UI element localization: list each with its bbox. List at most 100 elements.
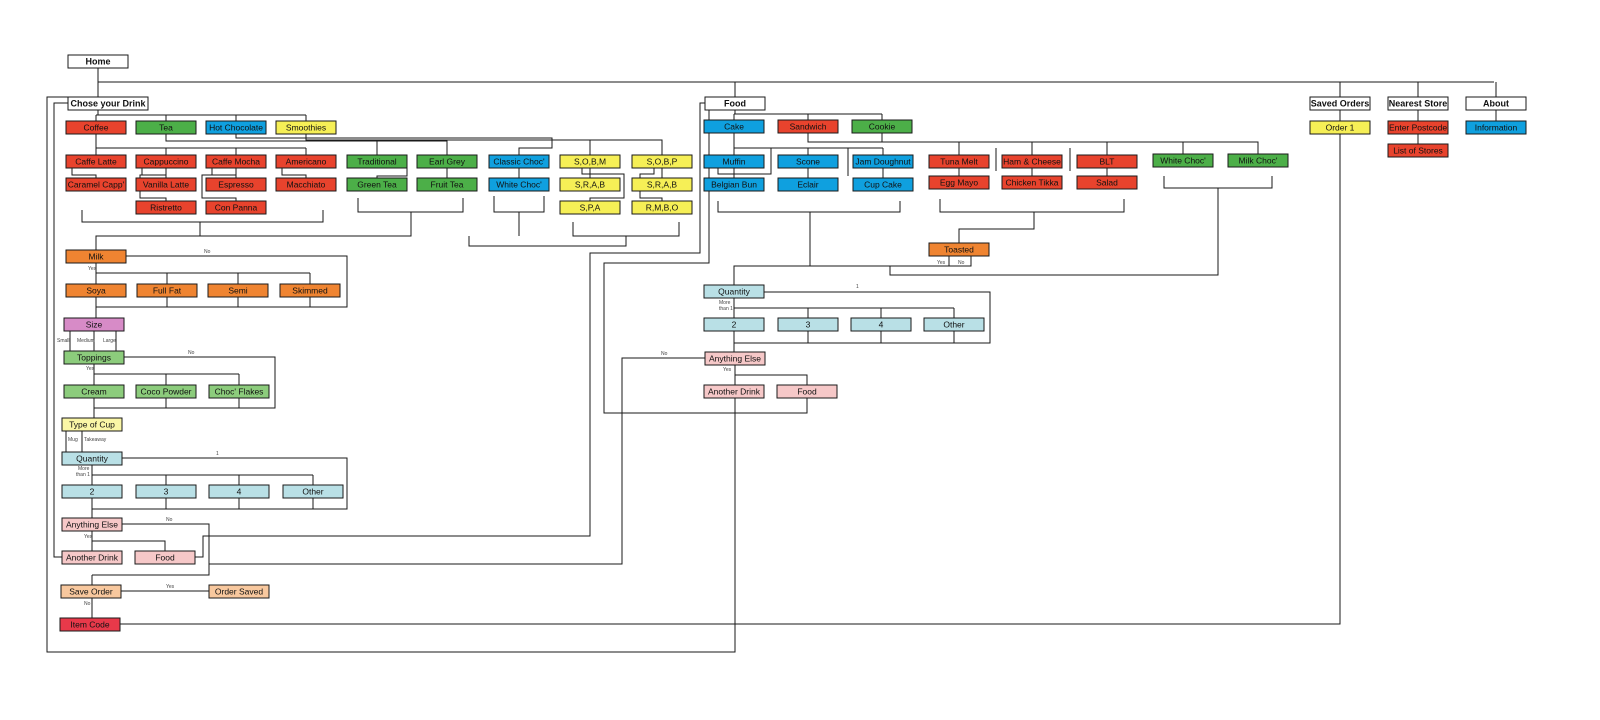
node-box [135, 154, 197, 169]
node-chicken-tikka: Chicken Tikka [1001, 175, 1063, 190]
node-box [279, 283, 341, 298]
node-box [1309, 96, 1371, 111]
node-label: Other [302, 487, 323, 497]
connector-line [581, 168, 625, 201]
node-box [703, 317, 765, 332]
node-traditional: Traditional [346, 154, 408, 169]
node-quantity-f: Quantity [703, 284, 765, 299]
node-label: Cappuccino [144, 157, 189, 167]
node-box [1001, 154, 1063, 169]
node-caffe-mocha: Caffe Mocha [205, 154, 267, 169]
node-label: Anything Else [709, 354, 761, 364]
node-box [1001, 175, 1063, 190]
node-label: Skimmed [292, 286, 328, 296]
node-label: Green Tea [357, 180, 397, 190]
node-box [928, 154, 990, 169]
node-label: Con Panna [215, 203, 258, 213]
node-milk: Milk [65, 249, 127, 264]
node-box [346, 154, 408, 169]
node-label: Type of Cup [69, 420, 115, 430]
node-box [282, 484, 344, 499]
node-label: Saved Orders [1311, 99, 1370, 109]
node-box [559, 177, 621, 192]
node-label: Order 1 [1326, 123, 1355, 133]
connector-line [603, 99, 808, 414]
node-soya: Soya [65, 283, 127, 298]
node-coffee: Coffee [65, 120, 127, 135]
node-q4-f: 4 [850, 317, 912, 332]
connector-line [305, 134, 663, 155]
connector-line [717, 201, 901, 213]
node-label: Hot Chocolate [209, 123, 263, 133]
node-nearest-store: Nearest Store [1387, 96, 1449, 111]
connector-line [195, 102, 705, 558]
node-box [207, 283, 269, 298]
edge-label-qty-d-more-2: than 1 [76, 472, 90, 478]
node-label: White Choc' [496, 180, 542, 190]
node-classic-choc: Classic Choc' [488, 154, 550, 169]
edge-label-size-medium: Medium [77, 338, 95, 344]
node-label: 2 [732, 320, 737, 330]
node-scone: Scone [777, 154, 839, 169]
node-label: Belgian Bun [711, 180, 757, 190]
node-quantity-d: Quantity [61, 451, 123, 466]
edge-label-toppings-no: No [188, 350, 195, 356]
node-box [63, 317, 125, 332]
node-qother-f: Other [923, 317, 985, 332]
node-label: Toppings [77, 353, 111, 363]
node-label: Fruit Tea [431, 180, 464, 190]
node-label: Smoothies [286, 123, 326, 133]
node-label: Full Fat [153, 286, 182, 296]
node-label: Egg Mayo [940, 178, 979, 188]
node-label: Item Code [70, 620, 109, 630]
node-q2-d: 2 [61, 484, 123, 499]
node-chose-drink: Chose your Drink [67, 96, 149, 111]
connector-line [890, 256, 972, 267]
node-egg-mayo: Egg Mayo [928, 175, 990, 190]
node-salad: Salad [1076, 175, 1138, 190]
node-espresso: Espresso [205, 177, 267, 192]
node-label: 4 [879, 320, 884, 330]
node-label: Order Saved [215, 587, 263, 597]
node-sandwich: Sandwich [777, 119, 839, 134]
node-label: Enter Postcode [1389, 123, 1447, 133]
node-label: White Choc' [1160, 156, 1206, 166]
node-label: Ham & Cheese [1003, 157, 1061, 167]
node-label: Cream [81, 387, 107, 397]
connector-line [92, 523, 210, 576]
node-label: Home [85, 57, 110, 67]
connector-line [735, 374, 808, 385]
node-box [416, 154, 478, 169]
connector-line [120, 134, 1341, 625]
node-box [65, 283, 127, 298]
connector-line [1163, 176, 1273, 189]
node-toasted: Toasted [928, 242, 990, 257]
connector-lines [46, 68, 1497, 653]
edge-label-ae-d-yes: Yes [84, 534, 93, 540]
edge-label-qty-f-more-1: More [719, 300, 731, 306]
node-label: Cookie [869, 122, 896, 132]
node-box [275, 177, 337, 192]
node-list-of-stores: List of Stores [1387, 143, 1449, 158]
node-label: Another Drink [66, 553, 119, 563]
node-label: Toasted [944, 245, 974, 255]
node-box [135, 200, 197, 215]
connector-line [92, 457, 348, 510]
connector-line [468, 236, 627, 247]
node-label: Anything Else [66, 520, 118, 530]
node-label: BLT [1100, 157, 1115, 167]
node-information: Information [1465, 120, 1527, 135]
node-jam-doughnut: Jam Doughnut [852, 154, 914, 169]
connector-line [71, 168, 97, 178]
edge-label-cup-mug: Mug [68, 437, 78, 443]
node-box [61, 550, 123, 565]
connector-line [95, 222, 201, 250]
connector-line [807, 133, 1108, 155]
node-size: Size [63, 317, 125, 332]
connector-line [357, 198, 464, 213]
node-belgian-bun: Belgian Bun [703, 177, 765, 192]
node-label: 3 [806, 320, 811, 330]
connector-line [92, 540, 166, 551]
connector-line [881, 133, 1259, 154]
node-box [61, 484, 123, 499]
